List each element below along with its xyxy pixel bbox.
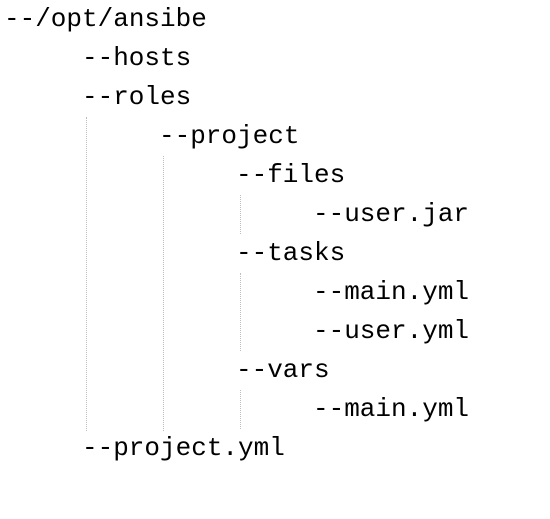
tree-line-vars-main-yml: --main.yml	[313, 394, 470, 424]
indent-guide-tasks	[240, 273, 241, 351]
indent-guide-roles	[86, 117, 87, 431]
tree-line-roles: --roles	[82, 82, 192, 112]
tree-line-project-yml: --project.yml	[82, 433, 285, 463]
indent-guide-files	[240, 195, 241, 234]
tree-line-root: --/opt/ansibe	[4, 4, 207, 34]
tree-line-project: --project	[159, 121, 300, 151]
tree-line-vars: --vars	[236, 355, 330, 385]
tree-line-tasks: --tasks	[236, 238, 346, 268]
tree-line-hosts: --hosts	[82, 43, 192, 73]
indent-guide-project	[163, 156, 164, 431]
indent-guide-vars	[240, 390, 241, 429]
tree-line-user-jar: --user.jar	[313, 199, 470, 229]
tree-line-tasks-main-yml: --main.yml	[313, 277, 470, 307]
tree-line-user-yml: --user.yml	[313, 316, 470, 346]
tree-line-files: --files	[236, 160, 346, 190]
